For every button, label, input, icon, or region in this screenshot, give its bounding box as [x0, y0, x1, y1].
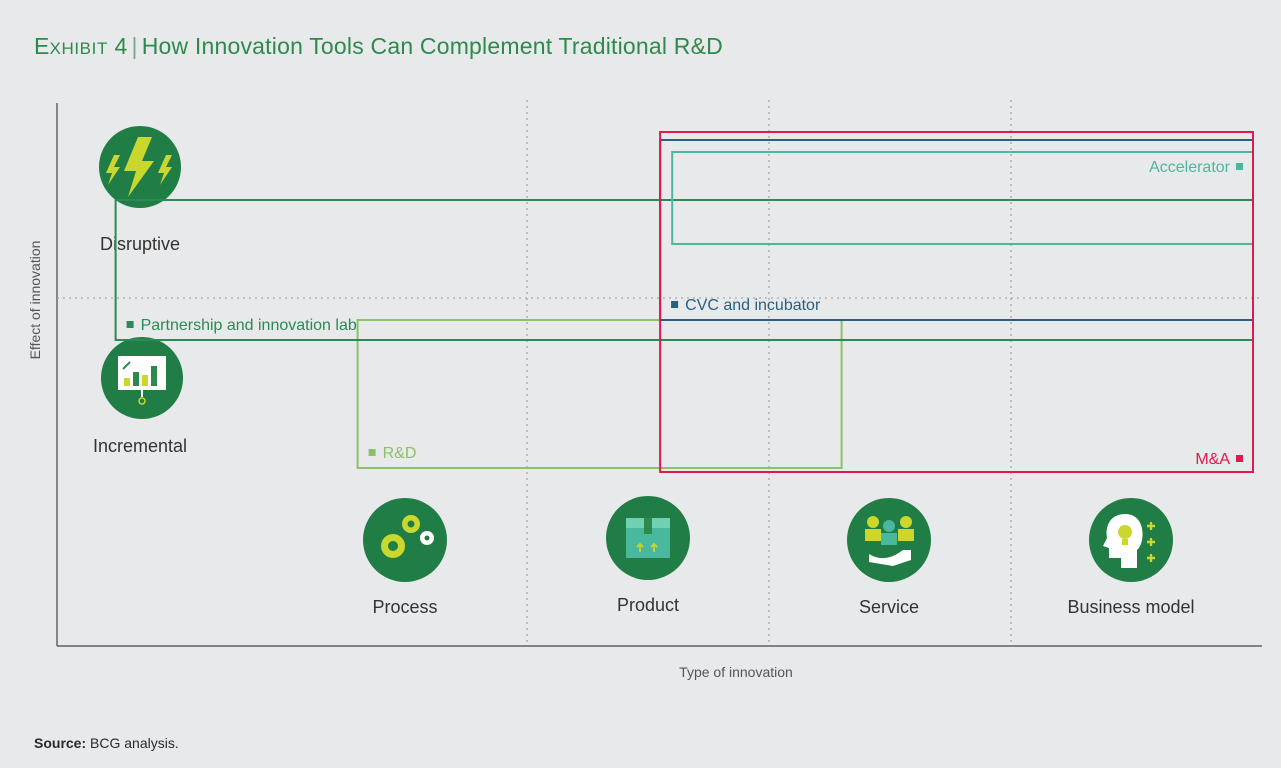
tool-label-r-d: R&D: [383, 445, 417, 462]
tool-marker-m-a: [1236, 455, 1243, 462]
y-axis-title: Effect of innovation: [27, 241, 43, 360]
x-axis-title: Type of innovation: [679, 664, 793, 680]
x-category-process: Process: [372, 597, 437, 617]
tool-region-m-a: [659, 131, 1254, 473]
tool-marker-partnership-and-innovation-lab: [126, 321, 134, 328]
exhibit-title: EXHIBIT 4|How Innovation Tools Can Compl…: [34, 33, 723, 60]
y-category-incremental: Incremental: [93, 436, 187, 456]
box-icon: [606, 496, 690, 580]
tool-label-m-a: M&A: [1195, 451, 1230, 468]
service-handshake-icon: [847, 498, 931, 582]
lightning-icon: [99, 126, 181, 208]
tool-marker-cvc-and-incubator: [671, 301, 679, 308]
title-separator: |: [131, 33, 138, 59]
tool-region-r-d: [356, 319, 843, 469]
tool-label-partnership-and-innovation-lab: Partnership and innovation lab: [141, 317, 357, 334]
x-category-service: Service: [859, 597, 919, 617]
y-category-disruptive: Disruptive: [100, 234, 180, 254]
tool-label-cvc-and-incubator: CVC and incubator: [685, 297, 821, 314]
x-category-business-model: Business model: [1067, 597, 1194, 617]
x-category-product: Product: [617, 595, 679, 615]
exhibit-number: EXHIBIT 4: [34, 33, 128, 59]
exhibit-heading: How Innovation Tools Can Complement Trad…: [141, 33, 723, 59]
source-text: BCG analysis.: [90, 735, 179, 751]
gears-icon: [363, 498, 447, 582]
source-note: Source: BCG analysis.: [34, 735, 179, 751]
tool-marker-r-d: [368, 449, 376, 456]
tool-layer: R&D Partnership and innovation lab CVC and…: [114, 131, 1255, 473]
tool-marker-accelerator: [1236, 163, 1243, 170]
growth-chart-icon: [101, 337, 183, 419]
idea-head-icon: [1089, 498, 1173, 582]
source-label: Source:: [34, 735, 87, 751]
tool-label-accelerator: Accelerator: [1149, 159, 1231, 176]
